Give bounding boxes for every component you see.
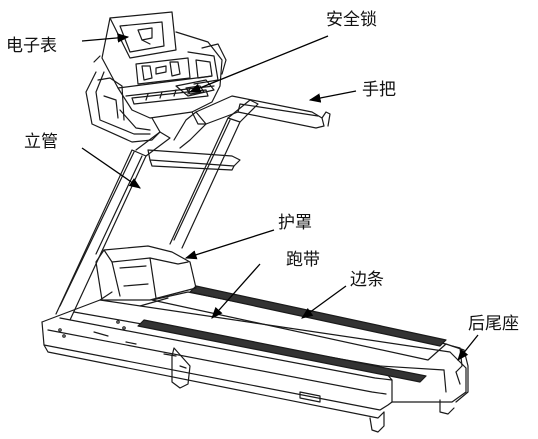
console-unit [93, 11, 227, 133]
leader-arrows [81, 33, 479, 361]
side-rails [137, 285, 447, 383]
label-handlebar: 手把 [362, 80, 396, 100]
label-console: 电子表 [6, 36, 57, 56]
label-safety-key: 安全锁 [326, 10, 377, 30]
arrow-upright [81, 147, 141, 189]
arrow-side-rail [301, 285, 347, 319]
label-upright: 立管 [24, 132, 58, 152]
label-side-rail: 边条 [350, 270, 384, 290]
motor-cover [95, 245, 197, 301]
arrow-running-belt [211, 263, 261, 319]
arrow-safety-key [188, 35, 329, 93]
treadmill-base-frame [41, 291, 467, 433]
handlebars [85, 71, 331, 171]
label-rear-end-cap: 后尾座 [468, 314, 519, 334]
label-running-belt: 跑带 [286, 250, 320, 270]
arrow-console [81, 33, 130, 43]
label-motor-cover: 护罩 [278, 213, 312, 233]
arrow-motor-cover [184, 229, 275, 260]
arrow-rear-end-cap [457, 334, 479, 361]
upright-posts [55, 99, 259, 321]
arrow-handlebar [308, 90, 357, 103]
